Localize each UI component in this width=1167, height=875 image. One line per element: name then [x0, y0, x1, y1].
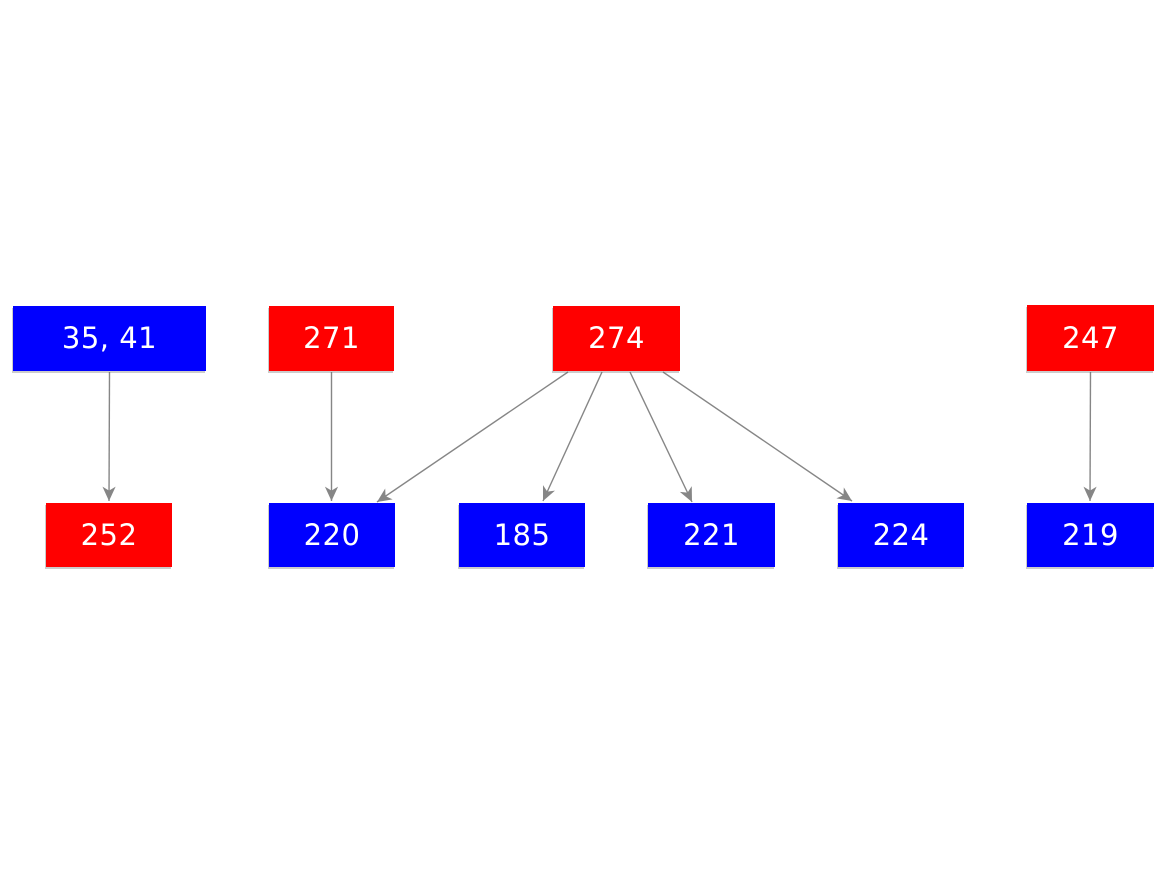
edge-n35_41-to-n252: [102, 371, 116, 502]
node-271: 271: [269, 306, 394, 371]
node-221: 221: [648, 503, 775, 567]
node-247: 247: [1027, 305, 1154, 371]
node-220: 220: [269, 503, 395, 567]
node-35-41: 35, 41: [13, 306, 206, 371]
edges-group: [102, 371, 1097, 503]
node-224: 224: [838, 503, 964, 567]
node-252: 252: [46, 503, 172, 567]
node-185: 185: [459, 503, 585, 567]
edge-n274-to-n221: [629, 371, 693, 503]
edge-n274-to-n185: [542, 371, 603, 502]
node-219: 219: [1027, 503, 1154, 567]
edge-n274-to-n224: [662, 371, 853, 502]
edge-n274-to-n220: [376, 371, 569, 503]
node-274: 274: [553, 306, 680, 371]
edge-n247-to-n219: [1083, 371, 1097, 502]
